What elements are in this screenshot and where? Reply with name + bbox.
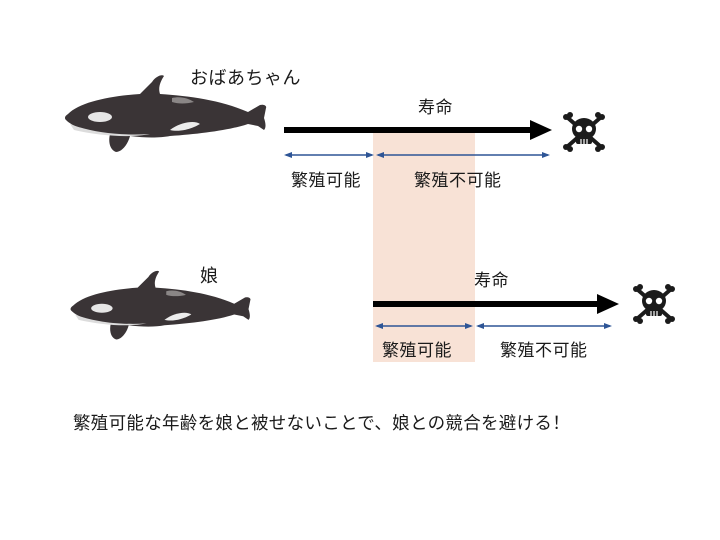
daughter-orca-icon [70,270,251,340]
grandmother-title: おばあちゃん [190,68,301,89]
daughter-title: 娘 [200,266,219,287]
daughter-fertile-span-arrow [375,323,473,329]
grandmother-infertile-span-arrow [376,152,550,158]
grandmother-lifespan-label: 寿命 [418,98,453,118]
daughter-infertile-span-arrow [476,323,612,329]
grandmother-death-skull-icon [562,112,606,152]
daughter-lifespan-arrow [373,294,619,314]
daughter-fertile-label: 繁殖可能 [382,341,452,361]
grandmother-fertile-span-arrow [284,152,374,158]
daughter-lifespan-label: 寿命 [474,271,509,291]
daughter-infertile-label: 繁殖不可能 [500,341,588,361]
grandmother-fertile-label: 繁殖可能 [291,171,361,191]
overlap-highlight-band [373,130,475,362]
daughter-death-skull-icon [632,284,676,324]
grandmother-lifespan-arrow [284,120,552,140]
grandmother-infertile-label: 繁殖不可能 [414,171,502,191]
conclusion-text: 繁殖可能な年齢を娘と被せないことで、娘との競合を避ける！ [73,414,570,434]
grandmother-orca-icon [64,75,267,152]
